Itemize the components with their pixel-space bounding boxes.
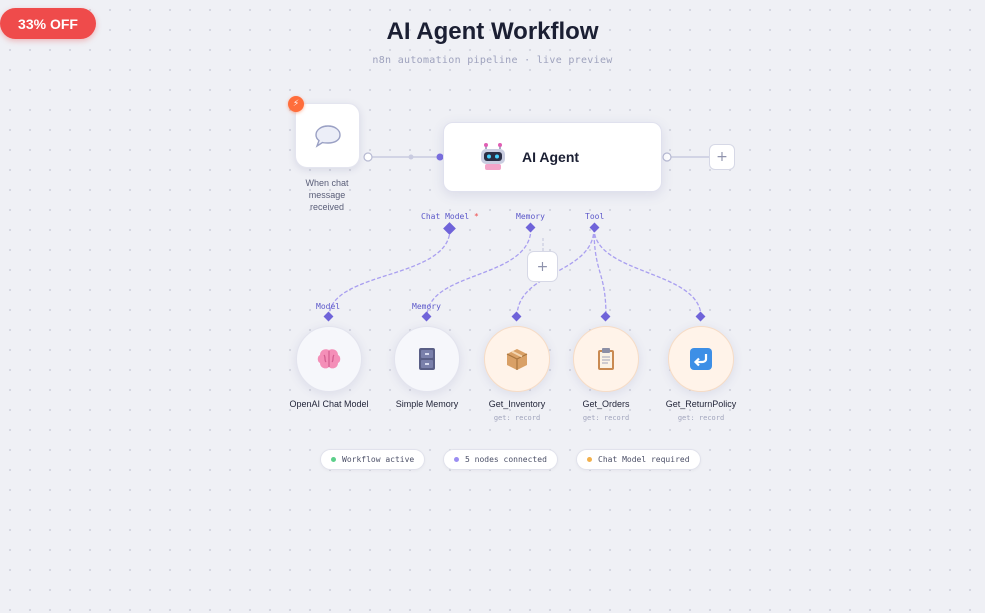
get-returnpolicy-label: Get_ReturnPolicy [665,399,737,409]
get-orders-label: Get_Orders [582,399,630,409]
model-node-port-label: Model [316,302,341,311]
robot-icon [481,143,505,170]
tool-wire-returnpolicy [593,227,702,318]
cabinet-icon [419,348,435,370]
trigger-to-agent-connection [363,152,444,162]
agent-output-connection [662,152,709,162]
get-returnpolicy-node[interactable] [668,326,734,392]
status-pill-chat-model-required: Chat Model required [576,449,701,470]
memory-node-port-label: Memory [412,302,441,311]
get-inventory-label: Get_Inventory [488,399,546,409]
get-orders-subtitle: get: record [582,414,630,422]
status-pill-nodes-connected: 5 nodes connected [443,449,558,470]
memory-port [525,222,536,233]
memory-port-label: Memory [516,212,545,221]
status-dot-yellow [587,457,592,462]
get-inventory-subtitle: get: record [493,414,541,422]
orders-node-port [600,311,611,322]
model-node-port [323,311,334,322]
add-memory-node-button[interactable]: + [527,251,558,282]
openai-chat-model-label: OpenAI Chat Model [289,399,369,409]
memory-node-port [421,311,432,322]
simple-memory-node[interactable] [394,326,460,392]
ai-agent-node[interactable]: AI Agent [443,122,662,192]
status-pill-workflow-active: Workflow active [320,449,426,470]
discount-badge[interactable]: 33% OFF [0,8,96,39]
clipboard-icon [598,348,614,370]
get-returnpolicy-subtitle: get: record [677,414,725,422]
status-text: Chat Model required [598,455,690,464]
package-icon [506,349,528,370]
return-arrow-icon [690,348,712,370]
tool-port-label: Tool [585,212,605,221]
get-orders-node[interactable] [573,326,639,392]
status-text: 5 nodes connected [465,455,547,464]
page-subtitle: n8n automation pipeline · live preview [372,55,613,66]
trigger-bolt-icon: ⚡ [288,96,304,112]
chat-model-wire [328,228,451,318]
brain-icon [317,349,341,369]
tool-wire-orders [593,227,607,318]
get-inventory-node[interactable] [484,326,550,392]
chat-bubble-icon [314,124,341,148]
openai-chat-model-node[interactable] [296,326,362,392]
add-output-node-button[interactable]: + [709,144,735,170]
status-dot-purple [454,457,459,462]
page-title: AI Agent Workflow [386,18,599,45]
agent-label: AI Agent [522,149,580,165]
trigger-label: When chat message received [305,178,349,212]
status-text: Workflow active [342,455,415,464]
chat-trigger-node[interactable] [295,103,360,168]
tool-port [589,222,600,233]
chat-model-port [443,222,456,235]
inventory-node-port [511,311,522,322]
chat-model-port-label: Chat Model * [421,212,479,221]
simple-memory-label: Simple Memory [395,399,459,409]
returnpolicy-node-port [695,311,706,322]
memory-wire [426,227,532,318]
status-dot-green [331,457,336,462]
